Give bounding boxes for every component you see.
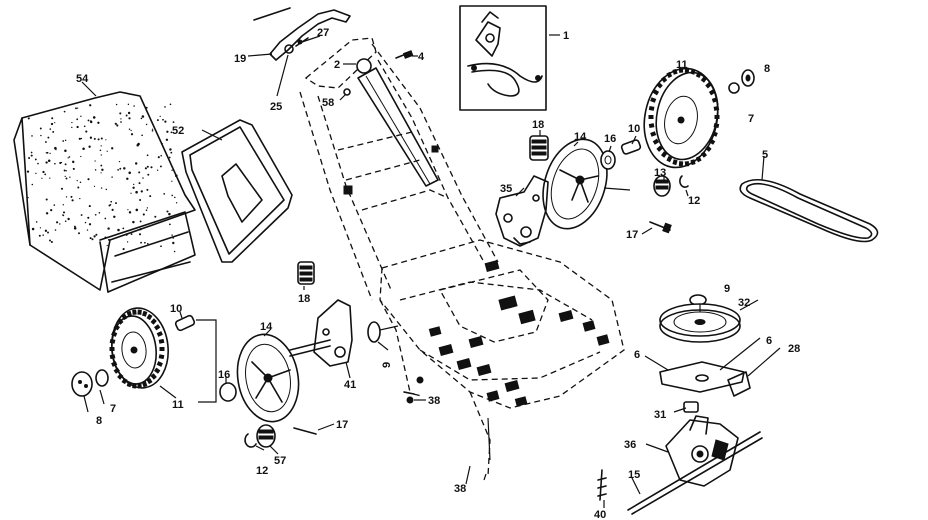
callout-27: 27	[317, 27, 329, 39]
callout-18-left: 18	[298, 293, 310, 305]
leader-lines	[81, 34, 765, 508]
callout-40: 40	[594, 509, 606, 520]
callout-10-right: 10	[628, 123, 640, 135]
right-wheel	[643, 67, 755, 169]
callout-12-left: 12	[256, 465, 268, 477]
callout-8-right: 8	[764, 63, 770, 75]
transmission-assembly	[597, 294, 781, 515]
left-wheel	[71, 307, 196, 397]
callout-38-left: 38	[428, 395, 440, 407]
callout-11-right: 11	[676, 59, 688, 71]
callout-7-right: 7	[748, 113, 754, 125]
callout-16-right: 16	[604, 133, 616, 145]
callout-9-left: 9	[381, 362, 393, 368]
callout-25: 25	[270, 101, 282, 113]
callout-7-left: 7	[110, 403, 116, 415]
callout-15: 15	[628, 469, 640, 481]
callout-17-left: 17	[336, 419, 348, 431]
callout-13: 13	[654, 167, 666, 179]
callout-8-left: 8	[96, 415, 102, 427]
callout-54: 54	[76, 73, 89, 85]
callout-31: 31	[654, 409, 666, 421]
callout-52: 52	[172, 125, 184, 137]
callout-14-right: 14	[574, 131, 587, 143]
upper-handle-parts	[253, 7, 414, 96]
callout-35: 35	[500, 183, 512, 195]
callout-4: 4	[418, 51, 425, 63]
callout-28: 28	[788, 343, 800, 355]
callout-1: 1	[563, 30, 569, 42]
inset-cable-box	[459, 5, 547, 111]
callout-18-right: 18	[532, 119, 544, 131]
callout-16-left: 16	[218, 369, 230, 381]
callout-12-right: 12	[688, 195, 700, 207]
callout-10-left: 10	[170, 303, 182, 315]
right-drive-assembly	[495, 135, 689, 247]
callout-9-right: 9	[724, 283, 730, 295]
callout-2: 2	[334, 59, 340, 71]
grass-bag	[13, 91, 196, 293]
callout-41: 41	[344, 379, 356, 391]
callout-58: 58	[322, 97, 334, 109]
handle-and-deck	[299, 37, 625, 477]
drive-belt	[739, 178, 879, 243]
callout-5: 5	[762, 149, 768, 161]
callout-36: 36	[624, 439, 636, 451]
left-drive-assembly	[219, 261, 424, 448]
callout-32: 32	[738, 297, 750, 309]
callout-6-right: 6	[766, 335, 772, 347]
callout-38-bottom: 38	[454, 483, 466, 495]
callout-11-left: 11	[172, 399, 184, 411]
callout-labels: 1 2 4 19 27 25 58 54 52 18 14 16 10 11 8…	[76, 27, 800, 520]
callout-57: 57	[274, 455, 286, 467]
bag-frame	[181, 119, 293, 263]
callout-17-right: 17	[626, 229, 638, 241]
callout-19: 19	[234, 53, 246, 65]
callout-14-left: 14	[260, 321, 273, 333]
callout-6-left: 6	[634, 349, 640, 361]
